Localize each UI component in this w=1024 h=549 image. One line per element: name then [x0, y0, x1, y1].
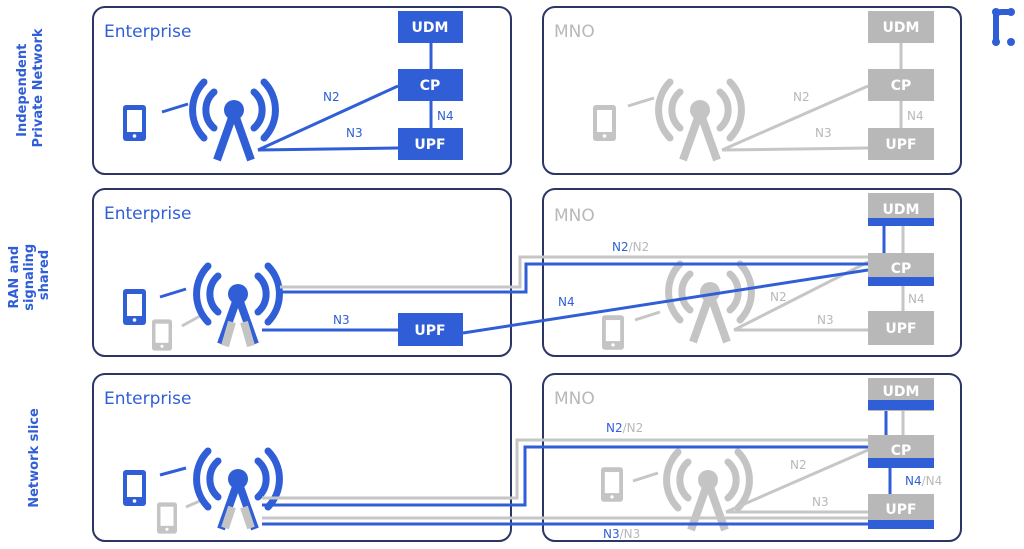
enterprise-title: Enterprise [104, 389, 191, 409]
udm-node [398, 11, 463, 43]
bidirectional-arrow-icon [627, 96, 655, 108]
upf-label: UPF [414, 323, 445, 339]
enterprise-title: Enterprise [104, 204, 191, 224]
n3-label: N3 [815, 126, 832, 140]
n3-label: N3 [812, 495, 829, 509]
n2-label: N2 [770, 290, 787, 304]
n3-label: N3 [817, 313, 834, 327]
upf-node [868, 311, 934, 345]
phone-icon [601, 467, 623, 502]
upf-label: UPF [885, 137, 916, 153]
mno-title: MNO [554, 389, 595, 409]
row-ran-signaling-shared: Enterprise MNO UPF N3 N4 N2/N2 UDM CP UP… [92, 188, 962, 357]
udm-label: UDM [883, 20, 920, 36]
phone-icon [593, 105, 616, 141]
slice-stripe [868, 400, 934, 410]
cp-node [868, 69, 934, 101]
udm-node [868, 11, 934, 43]
cp-label: CP [891, 78, 912, 94]
n3-label: N3 [346, 126, 363, 140]
cp-label: CP [420, 78, 441, 94]
phone-icon-shared [152, 319, 172, 351]
phone-icon-shared [157, 502, 177, 534]
upf-label: UPF [414, 137, 445, 153]
cp-node [398, 69, 463, 101]
udm-label: UDM [883, 202, 920, 218]
n4-label: N4 [907, 109, 924, 123]
r-dot-logo-icon [992, 8, 1015, 46]
upf-label: UPF [885, 502, 916, 518]
mno-box [542, 188, 962, 357]
slice-stripe [868, 520, 934, 529]
upf-node [398, 313, 463, 346]
n2-label: N2 [323, 90, 340, 104]
phone-icon [602, 315, 624, 350]
mno-title: MNO [554, 206, 595, 226]
udm-label: UDM [412, 20, 449, 36]
mno-title: MNO [554, 22, 595, 42]
phone-icon [123, 289, 146, 325]
n3-shared-label: N3/N3 [603, 527, 640, 541]
bidirectional-arrow-icon [161, 102, 189, 114]
slice-stripe [868, 277, 934, 286]
upf-label: UPF [885, 321, 916, 337]
n2-label: N2 [790, 458, 807, 472]
n3-label: N3 [333, 313, 350, 327]
row-label-ran-shared: RAN and signaling shared [7, 239, 52, 311]
udm-label: UDM [883, 384, 920, 400]
slice-stripe [868, 458, 934, 468]
row-label-independent: Independent Private Network [15, 28, 46, 147]
n4-label: N4 [908, 292, 925, 306]
upf-node [868, 128, 934, 160]
cp-label: CP [891, 443, 912, 459]
row-independent-private-network: Enterprise UDM CP UPF N2 N3 N4 MNO UDM C… [92, 6, 962, 175]
n2-shared-label: N2/N2 [612, 240, 649, 254]
mno-box [542, 6, 962, 175]
upf-node [398, 128, 463, 160]
n2-label: N2 [793, 90, 810, 104]
cp-label: CP [891, 261, 912, 277]
n4-shared-label: N4/N4 [905, 474, 942, 488]
n4-label: N4 [558, 295, 575, 309]
enterprise-title: Enterprise [104, 22, 191, 42]
n4-label: N4 [437, 109, 454, 123]
phone-icon [123, 470, 146, 506]
row-label-network-slice: Network slice [27, 408, 42, 508]
mno-box [542, 373, 962, 542]
slice-stripe [868, 218, 934, 226]
row-network-slice: Enterprise MNO UDM CP UPF N2/N2 N3/N3 N4… [92, 373, 962, 542]
phone-icon [123, 105, 146, 141]
n2-shared-label: N2/N2 [606, 421, 643, 435]
